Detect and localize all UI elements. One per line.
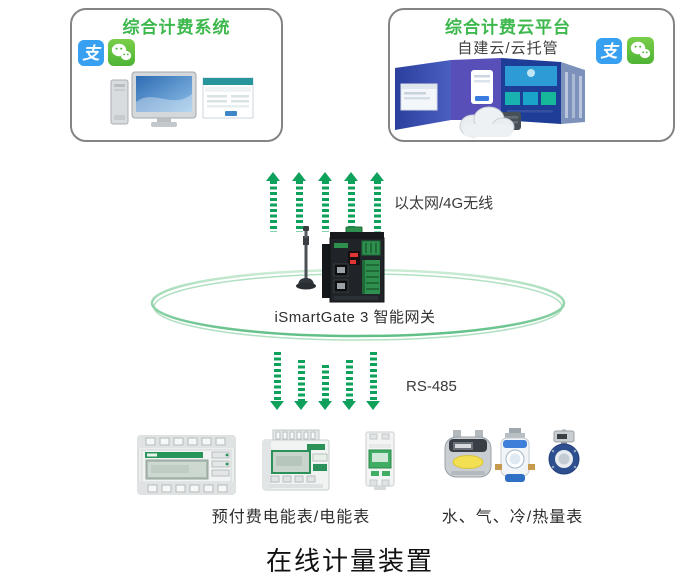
downlink-label: RS-485	[406, 378, 457, 395]
gateway-label: iSmartGate 3 智能网关	[274, 309, 436, 326]
alipay-icon: 支	[78, 40, 104, 66]
din-rail-meter-module	[356, 430, 404, 492]
uplink-arrow	[344, 172, 358, 232]
wechat-icon	[627, 37, 654, 64]
browser-thumbnail	[202, 77, 254, 119]
uplink-label: 以太网/4G无线	[394, 195, 494, 212]
page-title: 在线计量装置	[265, 546, 434, 576]
energy-meter-single	[257, 428, 335, 494]
downlink-arrow	[342, 360, 356, 410]
flow-meter-icon	[548, 429, 580, 475]
desktop-computer-icon	[110, 71, 254, 127]
energy-meter-single-icon	[262, 429, 330, 491]
downlink-arrow	[270, 352, 284, 410]
downlink-arrow	[318, 365, 332, 410]
gas-meter	[441, 430, 495, 480]
uplink-arrow	[318, 172, 332, 232]
utility-meters-label: 水、气、冷/热量表	[441, 509, 584, 526]
din-rail-meter-icon	[365, 431, 395, 490]
downlink-arrow	[294, 360, 308, 410]
gas-meter-icon	[444, 430, 492, 478]
gateway-device	[288, 224, 403, 310]
downlink-arrow	[366, 352, 380, 410]
billing-cloud-title: 综合计费云平台	[445, 18, 571, 37]
electric-meters-label: 预付费电能表/电能表	[211, 509, 371, 526]
cloud-platform-illustration	[393, 58, 597, 142]
uplink-arrow	[292, 172, 306, 232]
uplink-arrow	[266, 172, 280, 232]
uplink-arrow	[370, 172, 384, 232]
energy-meter-3phase	[136, 430, 238, 502]
water-meter-icon	[495, 428, 535, 482]
gateway-device-icon	[296, 226, 385, 303]
alipay-glyph: 支	[600, 41, 618, 61]
wechat-icon	[108, 39, 135, 66]
multi-screen-dashboard	[395, 58, 585, 138]
billing-cloud-subtitle: 自建云/云托管	[457, 40, 559, 57]
energy-meter-3phase-icon	[137, 435, 236, 495]
water-meter	[494, 428, 536, 484]
billing-system-title: 综合计费系统	[122, 18, 231, 37]
wechat-bubbles	[630, 41, 651, 59]
flow-meter	[541, 428, 587, 476]
cloud-server-icon	[459, 106, 521, 138]
wechat-bubbles	[111, 43, 132, 61]
alipay-glyph: 支	[82, 43, 100, 63]
alipay-icon: 支	[596, 38, 622, 64]
billing-system-illustration	[105, 70, 255, 132]
